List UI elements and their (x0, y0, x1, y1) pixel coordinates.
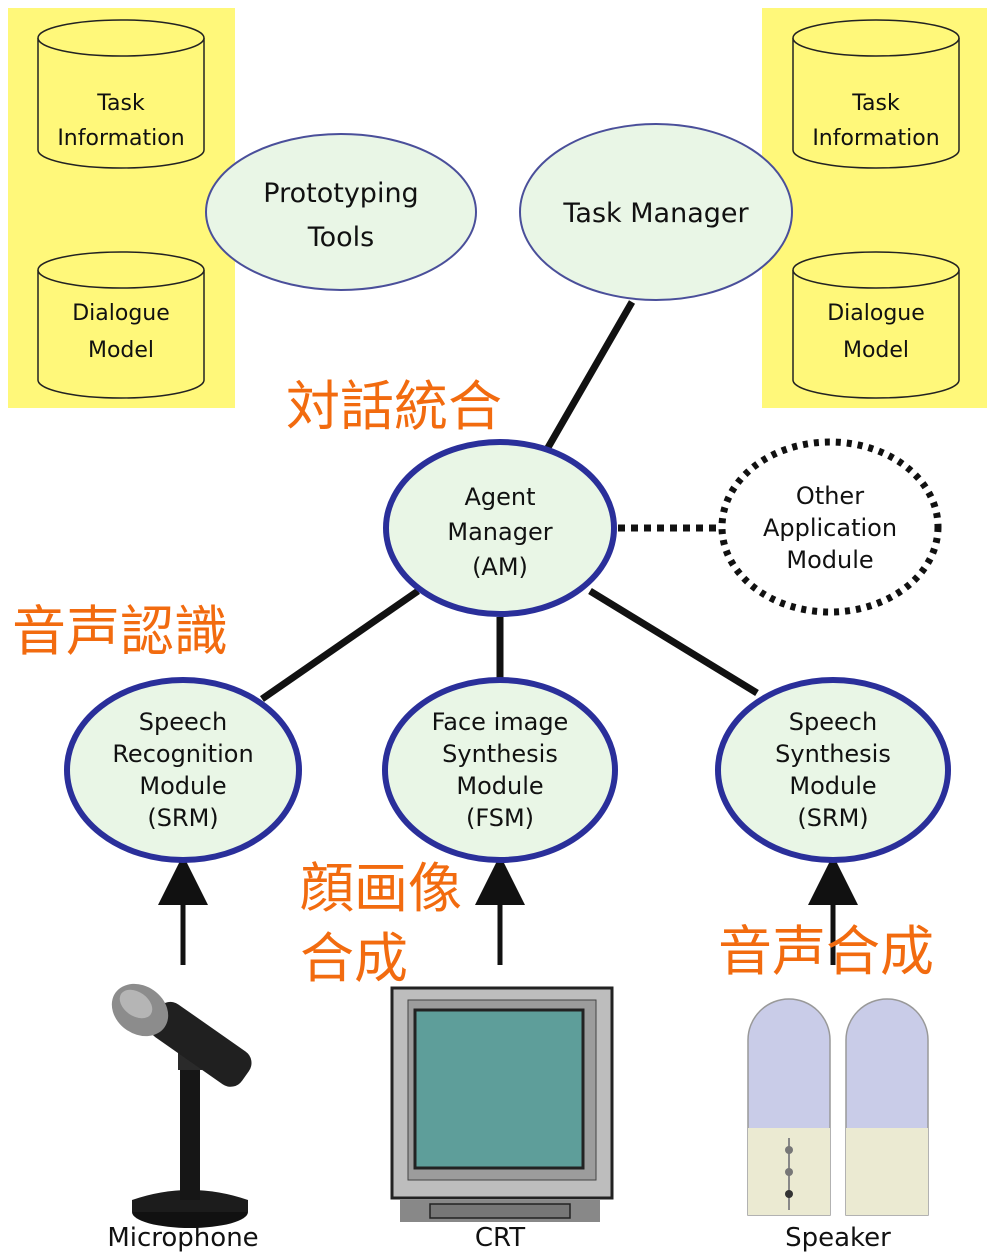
node-face-synthesis-line-2: Synthesis (442, 740, 558, 768)
db-right-bottom: Dialogue Model (792, 251, 960, 399)
node-prototyping-tools: Prototyping Tools (205, 133, 477, 291)
db-left-bottom-line-1: Dialogue (72, 301, 170, 326)
node-speech-synthesis-line-1: Speech (789, 708, 877, 736)
db-left-bottom-line-2: Model (88, 338, 154, 363)
db-right-top-line-2: Information (812, 126, 939, 151)
node-face-synthesis-line-3: Module (456, 772, 543, 800)
line-am-speech-synthesis (588, 588, 759, 696)
node-other-module: Other Application Module (718, 438, 942, 616)
monitor-icon (390, 986, 614, 1222)
device-label-speaker: Speaker (785, 1223, 891, 1253)
node-other-module-line-1: Other (796, 482, 864, 510)
annotation-recognition: 音声認識 (12, 600, 228, 663)
device-label-crt: CRT (475, 1223, 525, 1253)
node-prototyping-tools-line-1: Prototyping (263, 178, 418, 209)
db-right-top: Task Information (792, 19, 960, 169)
line-am-speech-recognition (260, 588, 420, 702)
annotation-face-line-1: 顔画像 (300, 857, 462, 920)
db-left-top: Task Information (37, 19, 205, 169)
node-speech-recognition-line-3: Module (139, 772, 226, 800)
db-left-bottom: Dialogue Model (37, 251, 205, 399)
node-task-manager-line-1: Task Manager (562, 198, 749, 229)
node-face-synthesis-line-1: Face image (432, 708, 569, 736)
node-face-synthesis: Face image Synthesis Module (FSM) (382, 677, 618, 863)
speaker-icon (747, 998, 929, 1216)
annotation-integration: 対話統合 (286, 375, 502, 438)
db-left-top-line-1: Task (96, 91, 145, 116)
device-arrows (158, 855, 858, 965)
db-right-top-line-1: Task (851, 91, 900, 116)
node-agent-manager-line-1: Agent (464, 483, 535, 511)
node-speech-recognition-line-4: (SRM) (147, 804, 218, 832)
line-am-task-manager (538, 300, 636, 460)
node-agent-manager: Agent Manager (AM) (383, 439, 617, 617)
device-label-microphone: Microphone (107, 1223, 258, 1253)
annotation-synthesis: 音声合成 (718, 920, 934, 983)
annotation-face-line-2: 合成 (300, 927, 408, 990)
node-other-module-line-3: Module (786, 546, 873, 574)
node-speech-recognition: Speech Recognition Module (SRM) (64, 677, 302, 863)
node-prototyping-tools-line-2: Tools (307, 222, 375, 253)
node-speech-synthesis: Speech Synthesis Module (SRM) (715, 677, 951, 863)
node-speech-synthesis-line-2: Synthesis (775, 740, 891, 768)
node-speech-recognition-line-1: Speech (139, 708, 227, 736)
node-other-module-line-2: Application (763, 514, 897, 542)
node-speech-synthesis-line-3: Module (789, 772, 876, 800)
db-left-top-line-2: Information (57, 126, 184, 151)
node-face-synthesis-line-4: (FSM) (466, 804, 534, 832)
microphone-icon (111, 983, 252, 1228)
node-speech-recognition-line-2: Recognition (112, 740, 253, 768)
db-right-bottom-line-2: Model (843, 338, 909, 363)
node-speech-synthesis-line-4: (SRM) (797, 804, 868, 832)
connections (260, 300, 759, 702)
node-task-manager: Task Manager (519, 123, 793, 301)
node-agent-manager-line-3: (AM) (472, 553, 528, 581)
db-right-bottom-line-1: Dialogue (827, 301, 925, 326)
node-agent-manager-line-2: Manager (447, 518, 552, 546)
